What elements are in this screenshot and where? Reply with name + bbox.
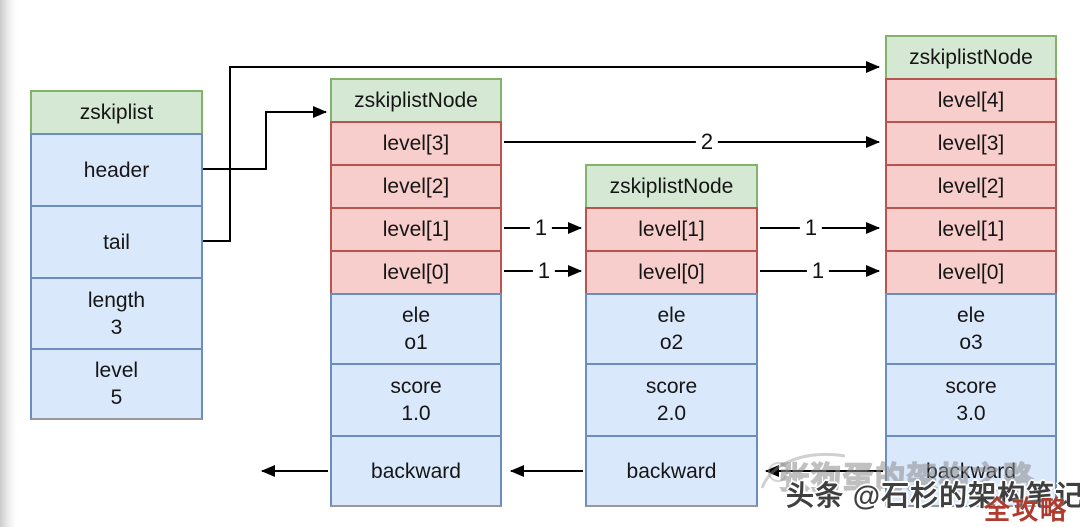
node2-ele-label: ele xyxy=(657,304,686,327)
node1-level1: level[1] xyxy=(330,207,502,250)
node3-ele-label: ele xyxy=(956,304,986,327)
node1-level2: level[2] xyxy=(330,164,502,207)
node3-ele-value: o3 xyxy=(959,331,983,354)
watermark-faint-text: 张狗蛋的架构之路 xyxy=(778,461,1035,496)
zskiplistnode-2-box: zskiplistNode level[1] level[0] ele o2 s… xyxy=(585,164,758,507)
node1-title: zskiplistNode xyxy=(330,78,502,121)
node1-level3: level[3] xyxy=(330,121,502,164)
node3-score-label: score xyxy=(945,375,997,398)
node2-level1: level[1] xyxy=(585,207,758,250)
node2-score-value: 2.0 xyxy=(656,402,687,425)
edge-label-span-1b: 1 xyxy=(532,258,556,284)
node3-level4: level[4] xyxy=(885,78,1057,121)
node2-score: score 2.0 xyxy=(585,363,758,435)
zskiplist-field-tail: tail xyxy=(30,205,203,277)
node1-ele-label: ele xyxy=(401,304,431,327)
length-label: length xyxy=(87,288,146,312)
node3-level0: level[0] xyxy=(885,250,1057,293)
zskiplist-box: zskiplist header tail length 3 level 5 xyxy=(30,90,203,420)
node3-level3: level[3] xyxy=(885,121,1057,164)
page-edge-shadow xyxy=(0,0,18,527)
zskiplist-field-level: level 5 xyxy=(30,348,203,420)
level-label: level xyxy=(94,359,139,382)
zskiplist-field-length: length 3 xyxy=(30,277,203,348)
node3-level2: level[2] xyxy=(885,164,1057,207)
node2-ele-value: o2 xyxy=(659,331,684,354)
watermark-badge-text: 全攻略 xyxy=(984,495,1069,525)
node2-level0: level[0] xyxy=(585,250,758,293)
node3-ele: ele o3 xyxy=(885,293,1057,363)
zskiplistnode-3-box: zskiplistNode level[4] level[3] level[2]… xyxy=(885,35,1057,507)
node2-backward: backward xyxy=(585,435,758,507)
node1-score-value: 1.0 xyxy=(401,402,431,425)
length-value: 3 xyxy=(110,315,123,339)
zskiplist-title: zskiplist xyxy=(30,90,203,133)
node1-score-label: score xyxy=(390,375,442,398)
node3-backward: backward xyxy=(885,435,1057,507)
edge-label-span-1d: 1 xyxy=(806,258,830,284)
node2-title: zskiplistNode xyxy=(585,164,758,207)
zskiplistnode-1-box: zskiplistNode level[3] level[2] level[1]… xyxy=(330,78,502,507)
edge-label-span-1a: 1 xyxy=(529,215,553,241)
node3-score-value: 3.0 xyxy=(956,402,986,425)
node2-ele: ele o2 xyxy=(585,293,758,363)
node3-level1: level[1] xyxy=(885,207,1057,250)
edge-label-span-1c: 1 xyxy=(799,215,823,241)
edge-label-span-2: 2 xyxy=(695,129,719,155)
zskiplist-field-header: header xyxy=(30,133,203,205)
node3-score: score 3.0 xyxy=(885,363,1057,435)
level-value: 5 xyxy=(110,386,123,409)
arrow-header-to-node1 xyxy=(203,106,327,170)
node1-score: score 1.0 xyxy=(330,363,502,435)
node3-title: zskiplistNode xyxy=(885,35,1057,78)
node1-ele-value: o1 xyxy=(404,331,428,354)
node1-backward: backward xyxy=(330,435,502,507)
node1-level0: level[0] xyxy=(330,250,502,293)
node1-ele: ele o1 xyxy=(330,293,502,363)
watermark-main-text: 头条 @石杉的架构笔记 xyxy=(786,480,1080,511)
node2-score-label: score xyxy=(645,375,698,398)
